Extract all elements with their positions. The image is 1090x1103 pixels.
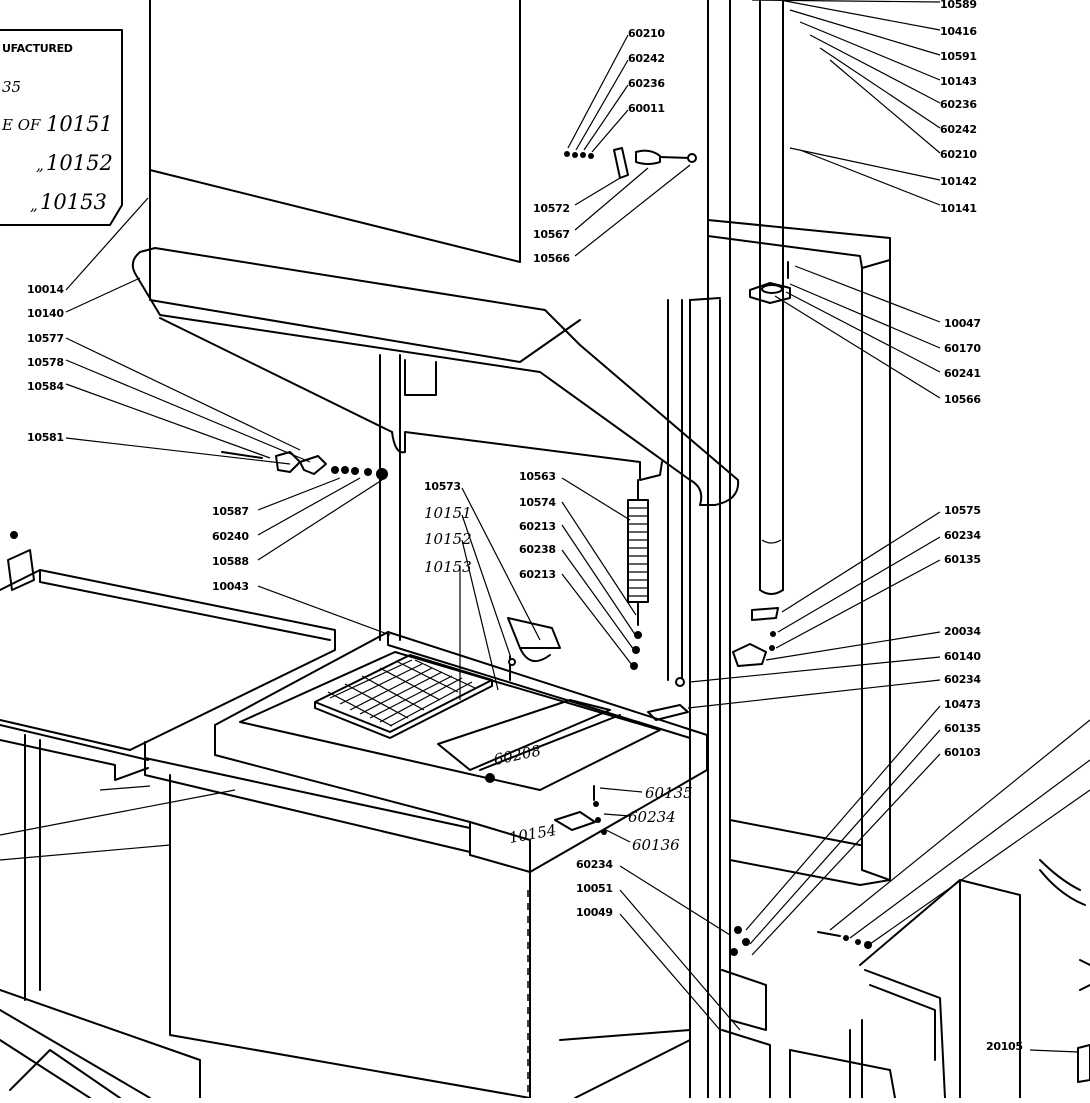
label-10049: 10049: [576, 906, 613, 919]
label-60135-c: 60135: [645, 784, 693, 802]
leader-lines: [0, 0, 1090, 1053]
label-60242-top: 60242: [628, 52, 665, 65]
note-line-3-prefix: E OF: [1, 116, 41, 134]
note-line-4-prefix: „: [36, 156, 44, 174]
label-60238: 60238: [519, 543, 556, 556]
label-10566-right: 10566: [944, 393, 981, 406]
note-line-4-value: 10152: [46, 151, 113, 175]
label-10154: 10154: [508, 821, 558, 847]
label-10141: 10141: [940, 202, 977, 215]
label-10572: 10572: [533, 202, 570, 215]
label-60234-b: 60234: [944, 673, 981, 686]
label-60135-a: 60135: [944, 553, 981, 566]
label-10588: 10588: [212, 555, 249, 568]
label-10581: 10581: [27, 431, 64, 444]
label-60241: 60241: [944, 367, 981, 380]
label-10051: 10051: [576, 882, 613, 895]
label-20034: 20034: [944, 625, 981, 638]
label-60208: 60208: [492, 741, 542, 769]
label-60213-b: 60213: [519, 568, 556, 581]
label-60135-b: 60135: [944, 722, 981, 735]
perforation-grid: [327, 659, 476, 727]
part-labels: 10589 10416 10591 10143 60236 60242 6021…: [27, 0, 1023, 1053]
small-parts: [7, 147, 1090, 1083]
label-10043: 10043: [212, 580, 249, 593]
label-10563: 10563: [519, 470, 556, 483]
label-10047: 10047: [944, 317, 981, 330]
label-10573: 10573: [424, 480, 461, 493]
label-60210-right: 60210: [940, 148, 977, 161]
label-60140: 60140: [944, 650, 981, 663]
note-line-2: 35: [2, 78, 21, 96]
label-10142: 10142: [940, 175, 977, 188]
label-10014: 10014: [27, 283, 64, 296]
label-10473: 10473: [944, 698, 981, 711]
label-60210-top: 60210: [628, 27, 665, 40]
label-10153: 10153: [424, 558, 472, 576]
label-10577: 10577: [27, 332, 64, 345]
label-10574: 10574: [519, 496, 556, 509]
label-60234-a: 60234: [944, 529, 981, 542]
label-10152: 10152: [424, 530, 472, 548]
label-60236-top: 60236: [628, 77, 665, 90]
label-60136: 60136: [632, 836, 680, 854]
label-60011: 60011: [628, 102, 665, 115]
label-60213-a: 60213: [519, 520, 556, 533]
note-line-5-prefix: „: [30, 196, 38, 214]
label-60234-c: 60234: [628, 808, 676, 826]
label-10567: 10567: [533, 228, 570, 241]
label-10584: 10584: [27, 380, 64, 393]
label-10575: 10575: [944, 504, 981, 517]
label-60170: 60170: [944, 342, 981, 355]
label-60242-right: 60242: [940, 123, 977, 136]
label-20105: 20105: [986, 1040, 1023, 1053]
note-line-1: UFACTURED: [2, 42, 73, 55]
label-60240: 60240: [212, 530, 249, 543]
label-60236-right: 60236: [940, 98, 977, 111]
note-line-5-value: 10153: [40, 190, 107, 214]
label-10151: 10151: [424, 504, 472, 522]
note-line-3-value: 10151: [46, 112, 113, 136]
label-10589: 10589: [940, 0, 977, 11]
label-10140: 10140: [27, 307, 64, 320]
label-10416: 10416: [940, 25, 977, 38]
label-10591: 10591: [940, 50, 977, 63]
label-10566-top: 10566: [533, 252, 570, 265]
label-10578: 10578: [27, 356, 64, 369]
note-box: UFACTURED 35 E OF 10151 „ 10152 „ 10153: [0, 29, 123, 226]
label-10143: 10143: [940, 75, 977, 88]
label-60234-d: 60234: [576, 858, 613, 871]
label-60103: 60103: [944, 746, 981, 759]
label-10587: 10587: [212, 505, 249, 518]
